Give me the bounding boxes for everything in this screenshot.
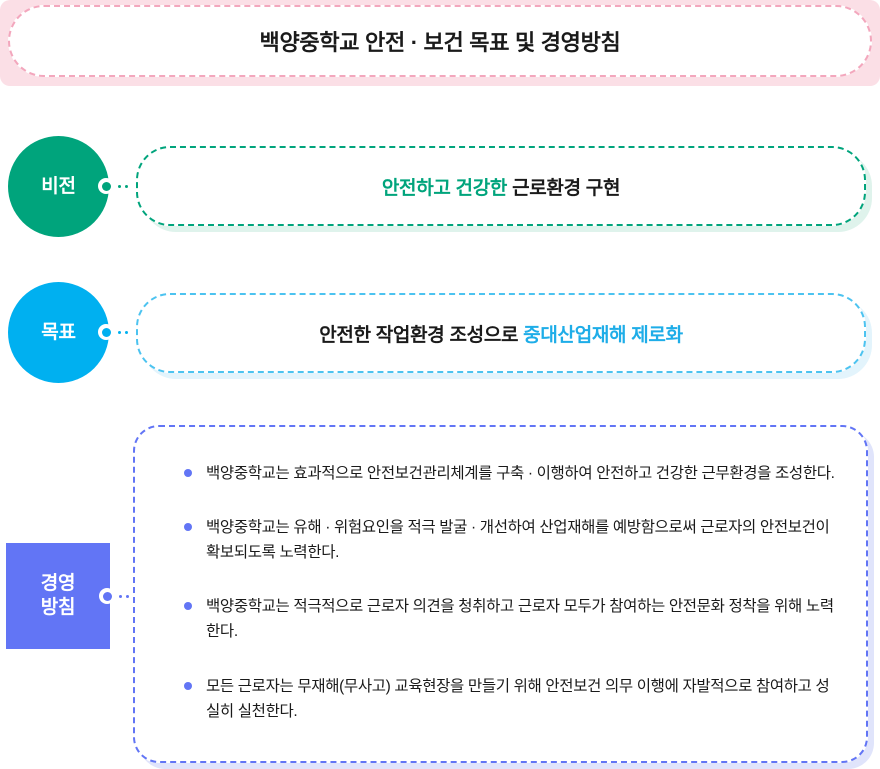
policy-connector-ring [99,588,115,604]
policy-panel: 백양중학교는 효과적으로 안전보건관리체계를 구축 · 이행하여 안전하고 건강… [133,425,868,763]
vision-connector-ring [98,178,114,194]
policy-list-item: 백양중학교는 효과적으로 안전보건관리체계를 구축 · 이행하여 안전하고 건강… [183,461,836,486]
badge-policy-label-line2: 방침 [40,597,76,618]
vision-panel: 안전하고 건강한 근로환경 구현 [136,146,866,226]
policy-item-text: 백양중학교는 효과적으로 안전보건관리체계를 구축 · 이행하여 안전하고 건강… [206,465,835,482]
page-title: 백양중학교 안전 · 보건 목표 및 경영방침 [259,30,621,55]
vision-statement: 안전하고 건강한 근로환경 구현 [381,173,621,200]
policy-connector-dot-2 [126,594,129,598]
vision-connector-dot-1 [118,184,121,188]
policy-list-item: 모든 근로자는 무재해(무사고) 교육현장을 만들기 위해 안전보건 의무 이행… [183,674,836,724]
policy-item-text: 모든 근로자는 무재해(무사고) 교육현장을 만들기 위해 안전보건 의무 이행… [206,677,830,720]
policy-list-item: 백양중학교는 유해 · 위험요인을 적극 발굴 · 개선하여 산업재해를 예방함… [183,515,836,565]
bullet-icon [184,469,192,477]
bullet-icon [184,681,192,690]
policy-item-text: 백양중학교는 유해 · 위험요인을 적극 발굴 · 개선하여 산업재해를 예방함… [206,519,830,562]
bullet-icon [184,523,192,532]
badge-policy: 경영 방침 [6,543,110,649]
vision-connector [98,178,128,194]
badge-goal-label: 목표 [41,321,76,343]
badge-vision: 비전 [8,136,109,237]
goal-panel: 안전한 작업환경 조성으로 중대산업재해 제로화 [136,293,866,373]
badge-policy-label-line1: 경영 [40,573,76,595]
goal-statement-plain: 안전한 작업환경 조성으로 [319,324,524,346]
goal-connector-dot-2 [125,330,128,334]
vision-connector-dot-2 [125,184,128,188]
goal-connector-dot-1 [118,330,121,334]
policy-item-text: 백양중학교는 적극적으로 근로자 의견을 청취하고 근로자 모두가 참여하는 안… [206,598,834,641]
goal-connector-ring [98,324,114,340]
header-title-box: 백양중학교 안전 · 보건 목표 및 경영방침 [8,5,872,77]
badge-policy-label: 경영 방침 [41,572,76,620]
goal-connector [98,324,128,340]
policy-list: 백양중학교는 효과적으로 안전보건관리체계를 구축 · 이행하여 안전하고 건강… [183,461,836,724]
policy-list-item: 백양중학교는 적극적으로 근로자 의견을 청취하고 근로자 모두가 참여하는 안… [183,594,836,644]
vision-statement-plain: 근로환경 구현 [507,177,621,199]
vision-statement-highlight: 안전하고 건강한 [381,177,508,199]
goal-statement-highlight: 중대산업재해 제로화 [523,324,683,346]
badge-goal: 목표 [8,282,109,383]
header-band: 백양중학교 안전 · 보건 목표 및 경영방침 [0,0,880,86]
bullet-icon [184,602,192,611]
goal-statement: 안전한 작업환경 조성으로 중대산업재해 제로화 [319,320,683,347]
policy-connector-dot-1 [119,594,122,598]
badge-vision-label: 비전 [41,175,76,197]
policy-connector [99,588,129,604]
